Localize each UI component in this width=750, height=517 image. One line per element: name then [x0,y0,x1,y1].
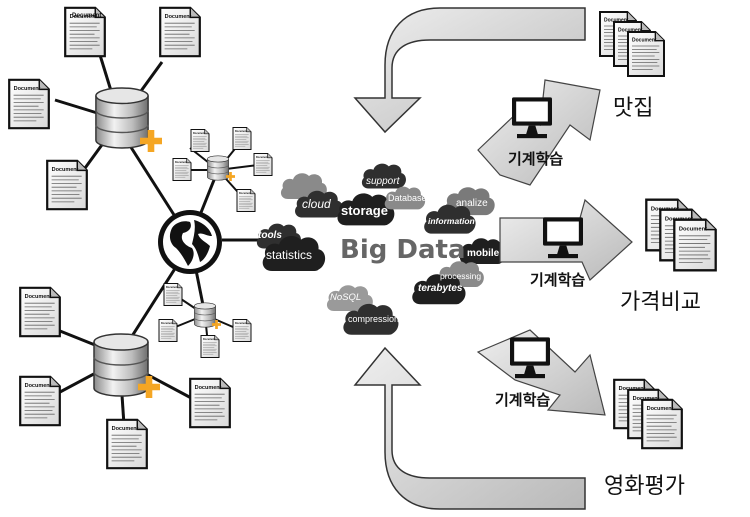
cloud-word-mobile: mobile [467,248,500,259]
return-arrow-bottom [353,346,586,510]
output-label-price-compare: 가격비교 [620,290,701,315]
document-icon [19,375,61,427]
network-connectors [44,54,262,441]
small-document-icon [163,282,183,307]
doc-title: Document [72,13,101,19]
document-icon [159,6,201,58]
cloud-word-analize: analize [456,198,488,209]
center-title: Big Data [340,235,466,265]
document-stack-icon [613,378,683,450]
small-document-icon [158,318,178,343]
document-stack-icon [598,10,666,78]
small-document-icon [200,334,220,359]
cloud-word-compression: compression [348,314,399,324]
small-document-icon [253,152,273,177]
small-document-icon [232,126,252,151]
ml-label-1: 기계학습 [508,150,563,168]
cloud-word-tools: tools [258,230,282,241]
small-document-icon [190,128,210,153]
return-arrow-top [353,7,586,134]
document-icon [46,159,88,211]
document-icon [106,418,148,470]
cloud-word-information: information [428,216,475,226]
small-database-icon [207,155,229,181]
cloud-word-statistics: statistics [266,248,312,262]
cloud-word-storage: storage [341,203,388,218]
small-document-icon [232,318,252,343]
document-icon: Document [64,6,106,58]
small-document-icon [236,188,256,213]
cloud-word-nosql: NoSQL [330,292,361,303]
document-icon [19,286,61,338]
cloud-word-cloud: cloud [302,197,331,211]
cloud-word-processing: processing [440,271,481,281]
cloud-word-support: support [366,176,401,187]
ml-arrow-top [477,79,601,186]
cloud-word-database: Database [388,193,427,203]
output-label-restaurants: 맛집 [613,96,653,121]
cloud-cluster: support cloud storage Database analize i… [256,163,506,335]
ml-label-2: 기계학습 [530,271,585,289]
document-stack-icon [645,198,717,272]
small-document-icon [172,157,192,182]
document-icon [189,377,231,429]
document-icon [8,78,50,130]
output-label-movie-rating: 영화평가 [604,474,685,499]
globe-icon [158,210,222,274]
ml-label-3: 기계학습 [495,391,550,409]
cloud-word-terabytes: terabytes [418,283,463,294]
